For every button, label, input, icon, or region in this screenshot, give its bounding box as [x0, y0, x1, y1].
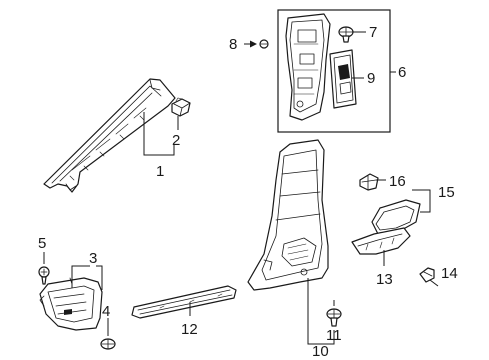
callout-numbers: 1 2 3 4 5 6 7 8 9 10 11 12 13 14 15 16 [38, 24, 458, 360]
callout-6: 6 [398, 64, 406, 81]
belt-adjuster-cover-9 [329, 49, 357, 109]
front-door-scuff-plate [131, 285, 237, 319]
cowl-side-trim [39, 277, 103, 331]
center-pillar-lower-trim [247, 139, 329, 291]
leader-lines [43, 31, 439, 345]
pillar-cover-15 [371, 199, 421, 235]
clip-4 [100, 338, 116, 350]
callout-1: 1 [156, 163, 164, 180]
callout-5: 5 [38, 235, 46, 252]
callout-9: 9 [367, 70, 375, 87]
callout-4: 4 [102, 303, 110, 320]
screw-5 [38, 266, 50, 285]
center-pillar-upper-trim [285, 13, 331, 121]
callout-2: 2 [172, 132, 180, 149]
upper-clip-7 [338, 26, 354, 43]
callout-8: 8 [229, 36, 237, 53]
callout-3: 3 [89, 250, 97, 267]
clip-11 [326, 308, 342, 327]
clip-16 [359, 173, 379, 191]
callout-14: 14 [441, 265, 458, 282]
center-pillar-upper-group-frame [277, 9, 391, 133]
callout-10: 10 [312, 343, 329, 360]
callout-12: 12 [181, 321, 198, 338]
callout-16: 16 [389, 173, 406, 190]
clip-8 [259, 39, 269, 49]
a-pillar-clip [171, 97, 191, 117]
callout-15: 15 [438, 184, 455, 201]
a-pillar-garnish [43, 78, 176, 193]
callout-11: 11 [326, 327, 342, 344]
callout-13: 13 [376, 271, 393, 288]
clip-14 [419, 267, 435, 283]
callout-7: 7 [369, 24, 377, 41]
bracket-13 [351, 227, 411, 255]
